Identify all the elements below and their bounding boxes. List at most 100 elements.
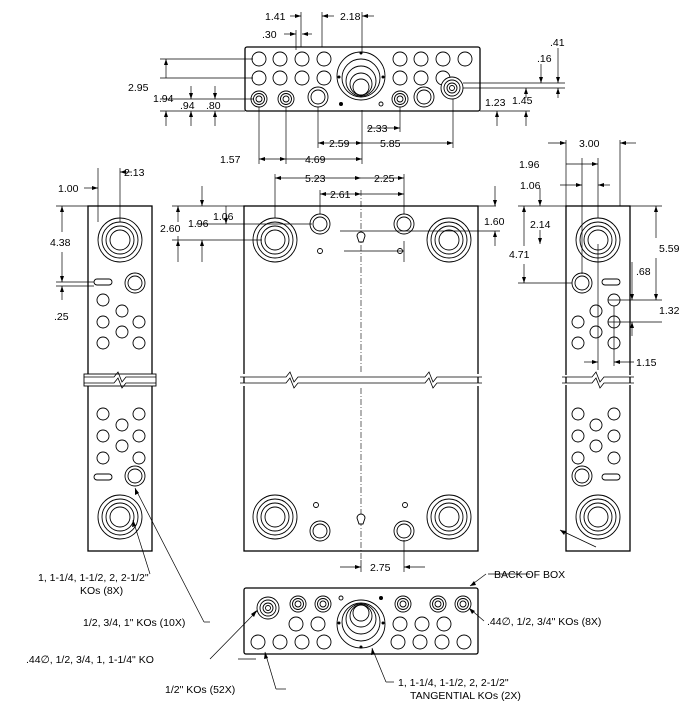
dim-label: 2.60 bbox=[160, 223, 181, 235]
top-view-dimensions bbox=[160, 12, 565, 164]
ko-circle bbox=[571, 315, 585, 329]
dim-label: 5.59 bbox=[659, 243, 680, 255]
left-side-dimensions bbox=[56, 168, 132, 300]
concentric-ko bbox=[393, 520, 415, 542]
ko-circle bbox=[96, 407, 110, 421]
concentric-ko bbox=[124, 272, 146, 294]
ko-circle bbox=[316, 70, 332, 86]
dim-label: 1.06 bbox=[520, 180, 541, 192]
concentric-ko bbox=[575, 494, 621, 540]
dim-label: 2.59 bbox=[329, 138, 350, 150]
slot bbox=[93, 473, 113, 481]
ko-circle bbox=[96, 315, 110, 329]
top-view-outline bbox=[244, 46, 481, 112]
concentric-ko bbox=[307, 86, 329, 108]
callout-tangential: 1, 1-1/4, 1-1/2, 2, 2-1/2" bbox=[398, 677, 509, 689]
ko-circle bbox=[294, 51, 310, 67]
ko-circle bbox=[96, 451, 110, 465]
mounting-hole bbox=[339, 102, 343, 106]
ko-circle bbox=[132, 429, 146, 443]
keyhole bbox=[356, 513, 366, 525]
ko-circle bbox=[132, 336, 146, 350]
ko-circle bbox=[457, 51, 473, 67]
concentric-ko bbox=[124, 465, 146, 487]
ko-circle bbox=[392, 616, 408, 632]
callout-labels: 1, 1-1/4, 1-1/2, 2, 2-1/2" KOs (8X) 1/2,… bbox=[26, 569, 601, 702]
slot bbox=[601, 278, 621, 286]
dim-label: 4.69 bbox=[305, 154, 326, 166]
dim-label: .25 bbox=[54, 311, 69, 323]
dim-label: 1.45 bbox=[512, 95, 533, 107]
concentric-ko bbox=[97, 217, 143, 263]
dim-label: 1.57 bbox=[220, 154, 241, 166]
dim-label: .80 bbox=[206, 100, 221, 112]
ko-circle bbox=[435, 51, 451, 67]
left-side-view bbox=[83, 205, 157, 552]
ko-circle bbox=[115, 325, 129, 339]
concentric-ko bbox=[289, 595, 307, 613]
dim-label: 4.38 bbox=[50, 237, 71, 249]
callout-large-kos-count: KOs (8X) bbox=[80, 585, 123, 597]
ko-circle bbox=[456, 634, 472, 650]
ko-circle bbox=[132, 451, 146, 465]
dim-label: 2.33 bbox=[367, 123, 388, 135]
concentric-ko bbox=[413, 86, 435, 108]
ko-circle bbox=[571, 407, 585, 421]
concentric-ko bbox=[571, 272, 593, 294]
ko-circle bbox=[251, 51, 267, 67]
ko-circle bbox=[316, 634, 332, 650]
concentric-ko bbox=[393, 213, 415, 235]
ko-circle bbox=[434, 634, 450, 650]
dim-label: 3.00 bbox=[579, 138, 600, 150]
dim-label: 1.06 bbox=[213, 211, 234, 223]
front-view bbox=[240, 190, 482, 560]
ko-circle bbox=[589, 439, 603, 453]
dim-label: 1.32 bbox=[659, 305, 680, 317]
ko-circle bbox=[272, 51, 288, 67]
dim-label: 1.60 bbox=[484, 216, 505, 228]
callout-right-kos: .44∅, 1/2, 3/4" KOs (8X) bbox=[487, 616, 601, 628]
dim-label: 5.23 bbox=[305, 173, 326, 185]
dim-label: 1.00 bbox=[58, 183, 79, 195]
concentric-ko bbox=[429, 595, 447, 613]
concentric-ko bbox=[571, 465, 593, 487]
ko-circle bbox=[96, 293, 110, 307]
concentric-ko bbox=[454, 595, 472, 613]
leader-lines bbox=[132, 487, 597, 690]
top-view bbox=[244, 46, 481, 112]
keyhole bbox=[356, 231, 366, 243]
ko-circle bbox=[96, 336, 110, 350]
ko-circle bbox=[414, 616, 430, 632]
ko-circle bbox=[272, 634, 288, 650]
ko-circle bbox=[607, 451, 621, 465]
dim-label: 2.25 bbox=[374, 173, 395, 185]
callout-small-kos: 1/2, 3/4, 1" KOs (10X) bbox=[83, 617, 185, 629]
concentric-ko bbox=[97, 494, 143, 540]
concentric-ko bbox=[394, 595, 412, 613]
callout-large-kos: 1, 1-1/4, 1-1/2, 2, 2-1/2" bbox=[38, 572, 149, 584]
dimension-labels: 1.41 2.18 .30 .41 .16 2.95 1.94 .94 .80 … bbox=[50, 11, 680, 574]
callout-combo-ko: .44∅, 1/2, 3/4, 1, 1-1/4" KO bbox=[26, 654, 154, 666]
ko-circle bbox=[412, 634, 428, 650]
dim-label: 4.71 bbox=[509, 249, 530, 261]
ko-circle bbox=[310, 616, 326, 632]
ko-circle bbox=[392, 51, 408, 67]
concentric-ko bbox=[309, 213, 331, 235]
dim-label: 1.23 bbox=[485, 97, 506, 109]
slot bbox=[601, 473, 621, 481]
ko-circle bbox=[132, 315, 146, 329]
mounting-hole bbox=[317, 248, 323, 254]
dim-label: 2.13 bbox=[124, 167, 145, 179]
ko-circle bbox=[571, 429, 585, 443]
ko-circle bbox=[413, 51, 429, 67]
back-view-outline bbox=[243, 587, 479, 655]
dim-label: 2.18 bbox=[340, 11, 361, 23]
dim-label: .30 bbox=[262, 29, 277, 41]
front-dimensions bbox=[172, 174, 500, 572]
tangential-ko-large bbox=[336, 51, 386, 101]
dim-label: 1.15 bbox=[636, 357, 657, 369]
concentric-ko bbox=[252, 494, 298, 540]
ko-circle bbox=[115, 439, 129, 453]
ko-circle bbox=[272, 70, 288, 86]
